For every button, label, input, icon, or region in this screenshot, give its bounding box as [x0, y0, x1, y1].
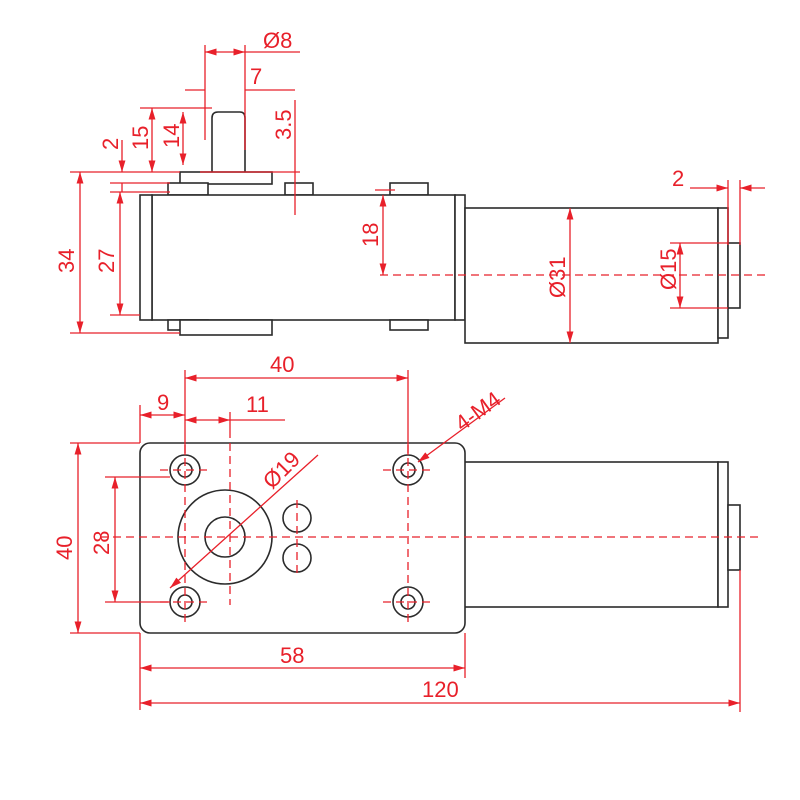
top-bump-3 — [389, 182, 429, 196]
dim-hole-spacing-x: 40 — [270, 352, 294, 377]
dim-shaft-length: 14 — [159, 124, 184, 148]
top-bump-1 — [167, 182, 209, 196]
dim-plate-height: 40 — [52, 536, 77, 560]
dim-total-length: 120 — [422, 677, 459, 702]
top-bump-2 — [284, 182, 314, 196]
dim-motor-diameter: Ø31 — [545, 256, 570, 298]
side-view: Ø8 7 3.5 15 14 2 34 27 18 Ø31 Ø15 2 — [54, 28, 765, 344]
bottom-bump-2 — [389, 319, 429, 331]
gearbox-body — [151, 194, 456, 321]
ring-leader-line — [169, 454, 319, 589]
dim-hole-spacing-y: 28 — [89, 531, 114, 555]
motor-endcap-front — [717, 461, 729, 608]
dim-shaft-diameter: Ø8 — [263, 28, 292, 53]
dim-plate-length: 58 — [280, 643, 304, 668]
dim-boss-diameter: Ø15 — [656, 248, 681, 290]
dim-gearbox-height: 27 — [94, 249, 119, 273]
bottom-plate — [179, 319, 273, 336]
output-shaft — [211, 111, 246, 176]
motor-endcap — [717, 207, 729, 339]
shaft-plate-top — [179, 171, 273, 185]
dim-shaft-length-total: 15 — [128, 126, 153, 150]
dim-edge-to-hole: 9 — [157, 390, 169, 415]
motor-flange — [454, 194, 466, 321]
front-view: 40 9 11 Ø19 4-M4 40 28 58 120 — [52, 352, 760, 712]
dim-mount-holes: 4-M4 — [450, 386, 505, 436]
dim-shaft-flat: 7 — [250, 64, 262, 89]
dim-axis-offset: 18 — [358, 223, 383, 247]
gearbox-flange — [139, 194, 153, 321]
dim-shaft-offset: 3.5 — [271, 109, 296, 140]
dim-hole-to-shaft: 11 — [246, 392, 269, 417]
motor-can-front — [461, 461, 719, 608]
dim-boss-length: 2 — [672, 166, 684, 191]
dim-plate-thickness: 2 — [98, 138, 123, 150]
dim-gearbox-height-total: 34 — [54, 249, 79, 273]
hole-leader-line — [417, 397, 506, 463]
